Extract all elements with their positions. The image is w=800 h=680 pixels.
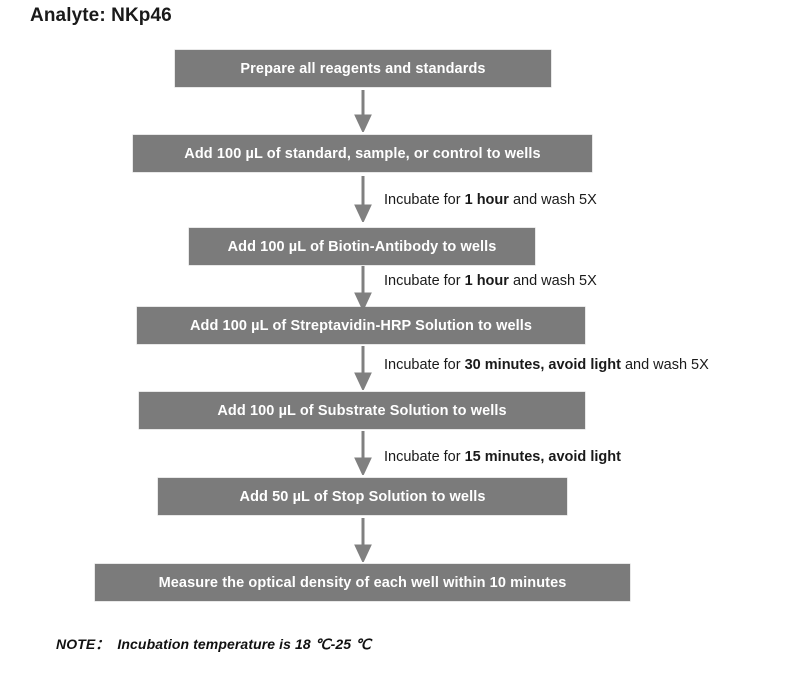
note-label: NOTE：: [56, 636, 110, 652]
step-box-add-streptavidin-hrp: Add 100 µL of Streptavidin-HRP Solution …: [137, 307, 585, 344]
step-box-add-substrate-solution: Add 100 µL of Substrate Solution to well…: [139, 392, 585, 429]
step-box-prepare-reagents: Prepare all reagents and standards: [175, 50, 551, 87]
step-box-measure-optical-density: Measure the optical density of each well…: [95, 564, 630, 601]
note-body: Incubation temperature is 18 ℃-25 ℃: [117, 636, 371, 652]
annotation-incubate-3: Incubate for 30 minutes, avoid light and…: [384, 358, 709, 373]
annotation-suffix: and wash 5X: [508, 273, 597, 289]
annotation-suffix: and wash 5X: [508, 192, 597, 208]
step-box-add-standard-sample-control: Add 100 µL of standard, sample, or contr…: [133, 135, 592, 172]
page-title: Analyte: NKp46: [30, 5, 172, 26]
annotation-incubate-4: Incubate for 15 minutes, avoid light: [384, 450, 621, 465]
annotation-incubate-1: Incubate for 1 hour and wash 5X: [384, 193, 597, 208]
flow-arrow-2: [352, 176, 374, 222]
annotation-prefix: Incubate for: [384, 357, 465, 373]
step-label: Add 100 µL of Biotin-Antibody to wells: [227, 238, 497, 255]
annotation-emphasis: 1 hour: [464, 192, 509, 208]
annotation-prefix: Incubate for: [384, 273, 465, 289]
annotation-emphasis: 15 minutes, avoid light: [464, 449, 621, 465]
annotation-prefix: Incubate for: [384, 449, 465, 465]
flow-arrow-5: [352, 431, 374, 475]
annotation-suffix: and wash 5X: [620, 357, 709, 373]
note-text: NOTE： Incubation temperature is 18 ℃-25 ℃: [56, 634, 371, 654]
step-label: Prepare all reagents and standards: [240, 60, 486, 77]
annotation-emphasis: 1 hour: [464, 273, 509, 289]
step-label: Add 100 µL of Streptavidin-HRP Solution …: [189, 317, 533, 334]
step-label: Add 100 µL of standard, sample, or contr…: [184, 145, 541, 162]
annotation-incubate-2: Incubate for 1 hour and wash 5X: [384, 274, 597, 289]
flow-arrow-1: [352, 90, 374, 132]
flow-arrow-3: [352, 266, 374, 310]
annotation-prefix: Incubate for: [384, 192, 465, 208]
step-label: Add 100 µL of Substrate Solution to well…: [217, 402, 507, 419]
flow-arrow-4: [352, 346, 374, 390]
annotation-emphasis: 30 minutes, avoid light: [464, 357, 621, 373]
step-box-add-stop-solution: Add 50 µL of Stop Solution to wells: [158, 478, 567, 515]
step-label: Measure the optical density of each well…: [158, 574, 567, 591]
step-box-add-biotin-antibody: Add 100 µL of Biotin-Antibody to wells: [189, 228, 535, 265]
flow-arrow-6: [352, 518, 374, 562]
step-label: Add 50 µL of Stop Solution to wells: [239, 488, 486, 505]
